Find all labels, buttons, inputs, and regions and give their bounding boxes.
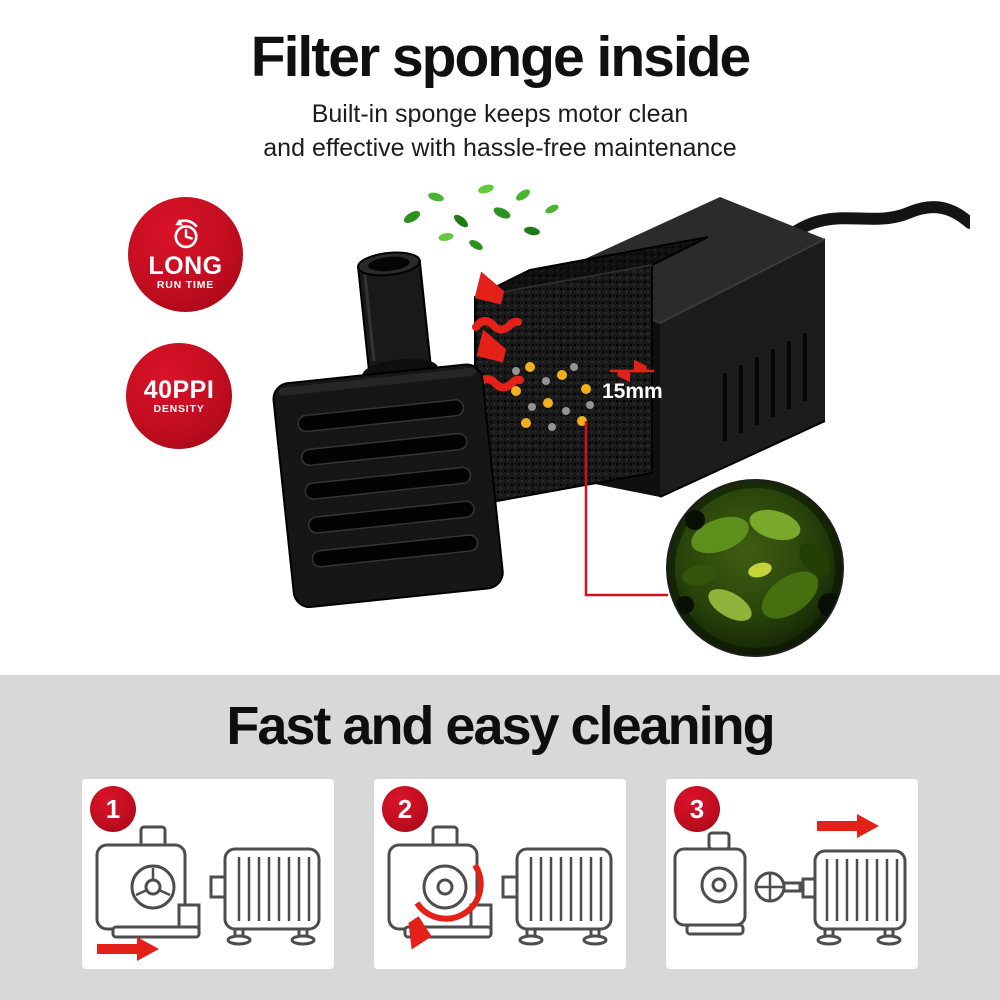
twist-arrow-icon	[417, 863, 484, 919]
motor-vent-slits	[723, 333, 807, 441]
step-number-badge: 2	[382, 786, 428, 832]
cleaning-section: Fast and easy cleaning 1	[0, 675, 1000, 1000]
cleaning-step-2: 2	[374, 779, 626, 969]
subtitle-line-2: and effective with hassle-free maintenan…	[263, 134, 737, 162]
detail-inset-photo	[666, 479, 844, 657]
step-number-badge: 3	[674, 786, 720, 832]
product-illustration: 15mm	[272, 184, 970, 657]
particle-dots	[511, 362, 594, 431]
badge-long-run-time: LONG RUN TIME	[128, 197, 243, 312]
step-2-illustration	[387, 825, 613, 967]
step-number: 3	[689, 793, 705, 824]
water-flow-arrows	[472, 321, 524, 392]
cleaning-steps: 1	[0, 779, 1000, 969]
outlet-nozzle	[357, 251, 439, 384]
step-number: 2	[397, 793, 413, 824]
pull-arrow-icon	[817, 814, 879, 838]
cleaning-step-3: 3	[666, 779, 918, 969]
subtitle-line-1: Built-in sponge keeps motor clean	[311, 100, 689, 128]
pump-head	[272, 251, 504, 609]
intake-grille-slots	[297, 399, 479, 568]
step-3-illustration	[673, 814, 907, 946]
step-number: 1	[105, 793, 121, 824]
step-number-badge: 1	[90, 786, 136, 832]
badge-title: 40PPI	[143, 375, 215, 404]
push-arrow-icon	[97, 937, 159, 961]
power-cable	[782, 201, 970, 243]
detail-connector-line	[584, 421, 668, 597]
badge-title: LONG	[148, 251, 223, 280]
cleaning-title: Fast and easy cleaning	[226, 696, 775, 756]
badge-subtitle: RUN TIME	[156, 279, 215, 292]
dimension-label: 15mm	[602, 380, 663, 403]
badge-subtitle: DENSITY	[153, 403, 205, 416]
cleaning-step-1: 1	[82, 779, 334, 969]
page-title: Filter sponge inside	[250, 25, 751, 89]
clock-refresh-icon	[173, 218, 198, 249]
step-1-illustration	[95, 825, 321, 961]
badge-40ppi-density: 40PPI DENSITY	[126, 343, 232, 449]
leaf-debris-icons	[403, 184, 559, 250]
